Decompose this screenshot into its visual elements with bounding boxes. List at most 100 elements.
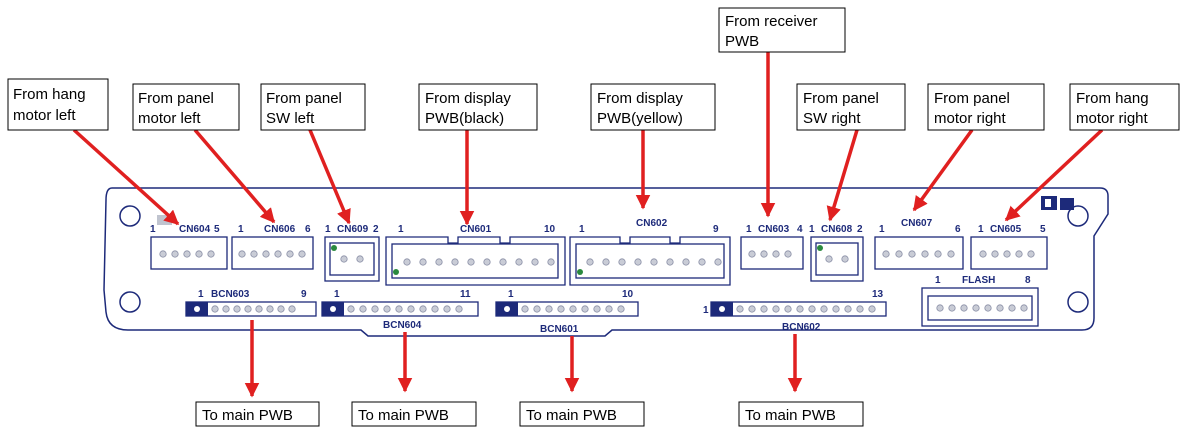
cn602-pin-last: 9	[713, 224, 719, 235]
pin	[979, 250, 987, 258]
pin	[171, 250, 179, 258]
cn605-label: CN605	[990, 224, 1022, 235]
pin	[395, 305, 403, 313]
pin	[948, 304, 956, 312]
bcn602-label: BCN602	[782, 322, 821, 333]
pin	[298, 250, 306, 258]
arrow-panel-sw-right	[826, 129, 859, 222]
bcn604-pin-first: 1	[334, 289, 340, 300]
pin	[1003, 250, 1011, 258]
mounting-hole-top-left	[119, 205, 141, 227]
connector-pins	[211, 305, 296, 313]
callout-to-main-3: To main PWB	[519, 401, 645, 427]
pin	[868, 305, 876, 313]
pin	[521, 305, 529, 313]
pin	[207, 250, 215, 258]
header-bcn601: 1 10 BCN601	[495, 289, 639, 335]
cn604-pin-first: 1	[150, 224, 156, 235]
pin	[934, 250, 942, 258]
pin	[650, 258, 658, 266]
callout-to-main-4: To main PWB	[738, 401, 864, 427]
arrow-panel-motor-right	[912, 128, 974, 212]
arrow-hang-motor-left	[72, 128, 180, 226]
flash-label: FLASH	[962, 275, 995, 286]
connector-cn604: 1 CN604 5	[150, 215, 228, 270]
pin	[515, 258, 523, 266]
pin	[467, 258, 475, 266]
header-bcn602: 1 13 BCN602	[703, 289, 887, 333]
pin	[266, 305, 274, 313]
pin	[499, 258, 507, 266]
pin	[760, 250, 768, 258]
svg-text:PWB(black): PWB(black)	[425, 110, 504, 127]
cn602-label: CN602	[636, 218, 668, 229]
pin	[581, 305, 589, 313]
cn606-label: CN606	[264, 224, 296, 235]
callout-display-yellow: From display PWB(yellow)	[590, 83, 716, 131]
pin	[841, 255, 849, 263]
callout-display-black: From display PWB(black)	[418, 83, 538, 131]
flash-pin-last: 8	[1025, 275, 1031, 286]
connector-pins	[748, 250, 792, 258]
pin	[483, 258, 491, 266]
pin	[557, 305, 565, 313]
svg-text:From display: From display	[597, 90, 683, 107]
arrows	[72, 52, 1104, 398]
mounting-hole-top-right	[1067, 205, 1089, 227]
svg-text:motor left: motor left	[13, 107, 76, 124]
pin	[347, 305, 355, 313]
pin	[844, 305, 852, 313]
pin	[856, 305, 864, 313]
pin	[972, 304, 980, 312]
pin	[617, 305, 625, 313]
pin	[908, 250, 916, 258]
pin	[634, 258, 642, 266]
cn603-label: CN603	[758, 224, 790, 235]
connector-cn607: 1 CN607 6	[874, 218, 964, 270]
connector-pins	[340, 255, 364, 263]
svg-text:motor right: motor right	[1076, 110, 1149, 127]
cn601-pin-last: 10	[544, 224, 556, 235]
pin	[356, 255, 364, 263]
svg-text:To main PWB: To main PWB	[745, 407, 836, 424]
pin	[211, 305, 219, 313]
svg-text:From hang: From hang	[1076, 90, 1149, 107]
pin	[451, 258, 459, 266]
pin	[996, 304, 1004, 312]
pin	[772, 250, 780, 258]
bcn601-pin-last: 10	[622, 289, 634, 300]
bcn601-pin-first: 1	[508, 289, 514, 300]
svg-text:SW left: SW left	[266, 110, 315, 127]
connector-cn605: 1 CN605 5	[970, 224, 1048, 270]
pin	[820, 305, 828, 313]
pin	[1008, 304, 1016, 312]
cn609-label: CN609	[337, 224, 369, 235]
bcn603-pin-first: 1	[198, 289, 204, 300]
bcn604-pin-last: 11	[460, 289, 471, 300]
svg-text:To main PWB: To main PWB	[358, 407, 449, 424]
cn604-pin-last: 5	[214, 224, 220, 235]
pin	[991, 250, 999, 258]
connector-pins	[586, 258, 722, 266]
callout-panel-sw-right: From panel SW right	[796, 83, 906, 131]
svg-text:PWB: PWB	[725, 33, 759, 50]
manufacturer-logo	[1041, 196, 1074, 210]
pin	[222, 305, 230, 313]
callout-panel-motor-right: From panel motor right	[927, 83, 1045, 131]
connector-pins	[825, 255, 849, 263]
pin	[419, 258, 427, 266]
pin	[407, 305, 415, 313]
pin	[605, 305, 613, 313]
pin	[832, 305, 840, 313]
pin	[277, 305, 285, 313]
bcn601-label: BCN601	[540, 324, 579, 335]
svg-text:From hang: From hang	[13, 86, 86, 103]
pin	[882, 250, 890, 258]
pin	[748, 250, 756, 258]
pin	[808, 305, 816, 313]
pin	[569, 305, 577, 313]
pin	[288, 305, 296, 313]
svg-text:To main PWB: To main PWB	[202, 407, 293, 424]
cn608-pin-last: 2	[857, 224, 863, 235]
